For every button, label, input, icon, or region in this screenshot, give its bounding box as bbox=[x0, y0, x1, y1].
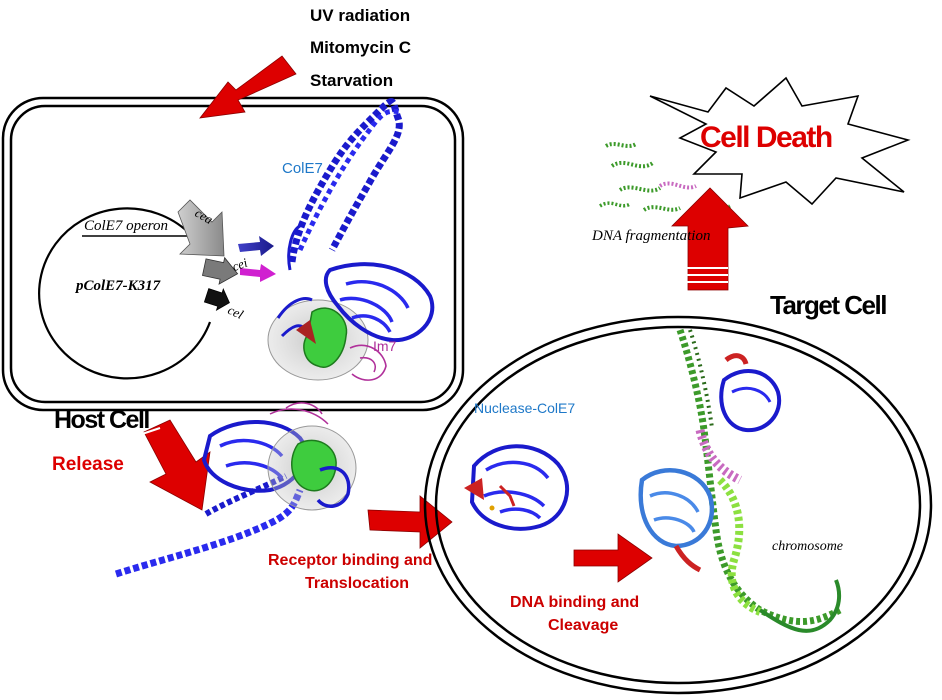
plasmid-label: pColE7-K317 bbox=[76, 278, 161, 294]
target-cell-label: Target Cell bbox=[770, 290, 887, 320]
cole7-protein-structure bbox=[267, 98, 435, 381]
nuclease-cole7-structure bbox=[464, 444, 569, 531]
receptor-label-line1: Receptor binding and bbox=[268, 552, 433, 569]
chromosome-dna-structure bbox=[638, 328, 842, 633]
cea-gene-arrow bbox=[177, 199, 225, 257]
dna-binding-arrow bbox=[573, 533, 653, 583]
chromosome-label: chromosome bbox=[772, 539, 844, 554]
cel-gene-arrow bbox=[203, 288, 230, 311]
stimulus-arrow bbox=[199, 55, 297, 119]
translocation-arrow bbox=[367, 495, 453, 549]
plasmid-circle bbox=[38, 207, 212, 380]
dna-binding-label-line2: Cleavage bbox=[548, 617, 619, 634]
released-cole7-structure bbox=[114, 402, 357, 578]
stimulus-starvation: Starvation bbox=[310, 71, 394, 90]
stimulus-mitomycin: Mitomycin C bbox=[310, 38, 412, 57]
target-cell-membrane bbox=[423, 315, 933, 695]
cole7-label: ColE7 bbox=[282, 160, 323, 177]
release-arrow-stripe bbox=[139, 421, 159, 429]
cea-expression-arrow bbox=[238, 236, 274, 256]
release-arrow-stripe-2 bbox=[141, 427, 161, 435]
stimulus-uv: UV radiation bbox=[310, 6, 411, 25]
release-arrow bbox=[143, 419, 211, 511]
operon-label: ColE7 operon bbox=[84, 218, 169, 234]
host-cell-label: Host Cell bbox=[54, 406, 150, 434]
cei-expression-arrow bbox=[240, 264, 276, 282]
cell-death-label: Cell Death bbox=[700, 121, 833, 154]
dna-fragmentation-label: DNA fragmentation bbox=[592, 228, 711, 244]
im7-label: Im7 bbox=[373, 338, 397, 354]
cei-gene-arrow bbox=[202, 256, 239, 285]
release-label: Release bbox=[52, 454, 124, 475]
cell-death-arrow bbox=[671, 187, 749, 291]
receptor-label-line2: Translocation bbox=[305, 575, 410, 592]
nuclease-label: Nuclease-ColE7 bbox=[474, 400, 576, 416]
dna-binding-label-line1: DNA binding and bbox=[510, 594, 640, 611]
cell-death-starburst bbox=[649, 76, 911, 206]
